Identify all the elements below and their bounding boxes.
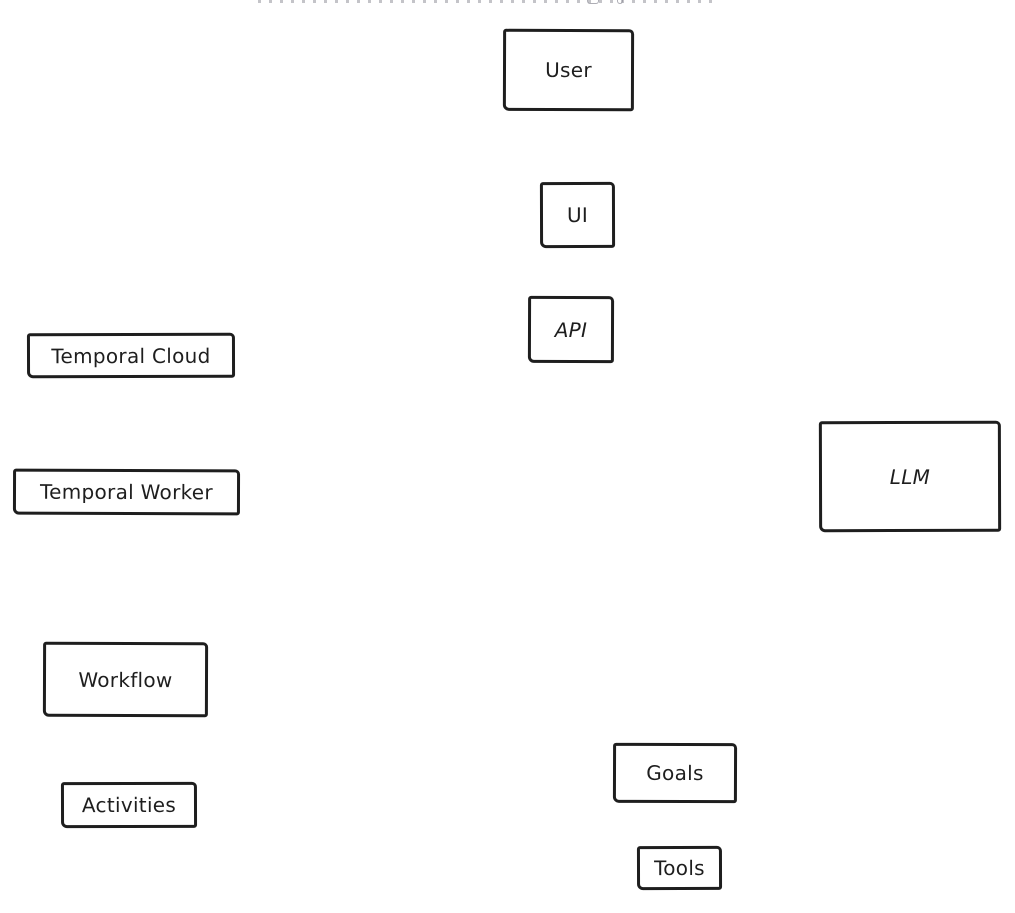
node-tools[interactable]: Tools <box>636 845 723 891</box>
node-label: Temporal Worker <box>40 479 213 505</box>
node-label: Goals <box>646 760 704 786</box>
node-temporal-worker[interactable]: Temporal Worker <box>12 468 241 516</box>
node-label: Workflow <box>78 667 173 692</box>
node-llm[interactable]: LLM <box>818 420 1002 533</box>
node-user[interactable]: User <box>502 28 635 112</box>
node-label: LLM <box>889 464 931 489</box>
node-label: Activities <box>81 792 177 818</box>
node-label: UI <box>566 202 589 228</box>
cropped-text-fragments <box>258 0 712 5</box>
node-workflow[interactable]: Workflow <box>42 641 209 718</box>
node-label: Tools <box>654 855 705 881</box>
node-activities[interactable]: Activities <box>60 781 198 829</box>
cropped-text-strip <box>258 0 712 3</box>
cropped-text-descender <box>617 0 623 4</box>
node-goals[interactable]: Goals <box>612 742 738 804</box>
cropped-text-descender <box>587 0 599 4</box>
node-temporal-cloud[interactable]: Temporal Cloud <box>26 332 236 379</box>
node-label: Temporal Cloud <box>51 343 211 368</box>
node-label: API <box>554 317 588 342</box>
node-ui[interactable]: UI <box>539 181 616 249</box>
node-api[interactable]: API <box>527 295 615 364</box>
node-label: User <box>545 57 592 83</box>
